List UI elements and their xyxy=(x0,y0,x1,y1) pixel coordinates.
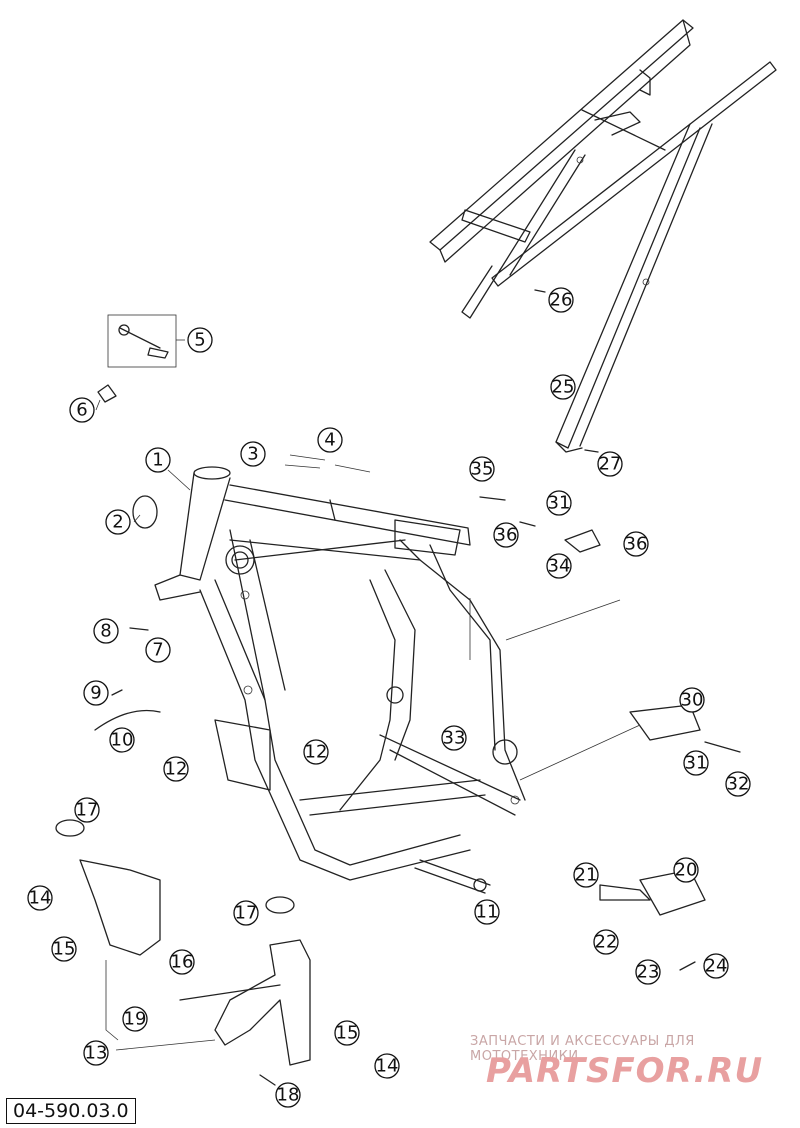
svg-text:12: 12 xyxy=(305,742,328,763)
svg-text:6: 6 xyxy=(76,400,87,421)
svg-text:4: 4 xyxy=(324,430,335,451)
svg-text:10: 10 xyxy=(111,730,134,751)
svg-text:PARTSFOR.RU: PARTSFOR.RU xyxy=(486,1051,763,1090)
svg-text:3: 3 xyxy=(247,444,258,465)
callout-5: 5 xyxy=(187,327,213,353)
svg-text:23: 23 xyxy=(637,962,660,983)
svg-text:25: 25 xyxy=(552,377,575,398)
svg-text:21: 21 xyxy=(575,865,598,886)
svg-text:5: 5 xyxy=(194,330,205,351)
callout-10: 10 xyxy=(109,727,135,753)
callout-12b: 12 xyxy=(303,739,329,765)
callout-22: 22 xyxy=(593,929,619,955)
callout-4: 4 xyxy=(317,427,343,453)
watermark-logo: PARTSFOR.RU xyxy=(486,1051,763,1090)
svg-text:17: 17 xyxy=(76,800,99,821)
rear-subframe xyxy=(429,19,777,453)
callout-15a: 15 xyxy=(51,936,77,962)
svg-text:12: 12 xyxy=(165,759,188,780)
svg-text:22: 22 xyxy=(595,932,618,953)
callout-1: 1 xyxy=(145,447,171,473)
callout-17b: 17 xyxy=(233,900,259,926)
frame-protectors xyxy=(55,819,706,1086)
callout-32: 32 xyxy=(725,771,751,797)
callout-19: 19 xyxy=(122,1006,148,1032)
svg-text:14: 14 xyxy=(376,1056,399,1077)
small-parts xyxy=(94,289,741,753)
callout-14a: 14 xyxy=(27,885,53,911)
svg-text:26: 26 xyxy=(550,290,573,311)
svg-text:11: 11 xyxy=(476,902,499,923)
svg-text:7: 7 xyxy=(152,640,163,661)
callout-15b: 15 xyxy=(334,1020,360,1046)
svg-text:36: 36 xyxy=(625,534,648,555)
svg-text:36: 36 xyxy=(495,525,518,546)
svg-text:2: 2 xyxy=(112,512,123,533)
callout-31a: 31 xyxy=(546,490,572,516)
svg-text:31: 31 xyxy=(548,493,571,514)
svg-text:17: 17 xyxy=(235,903,258,924)
callout-7: 7 xyxy=(145,637,171,663)
callout-33: 33 xyxy=(441,725,467,751)
svg-text:20: 20 xyxy=(675,860,698,881)
svg-text:15: 15 xyxy=(53,939,76,960)
callout-20: 20 xyxy=(673,857,699,883)
callout-2: 2 xyxy=(105,509,131,535)
callout-18: 18 xyxy=(275,1082,301,1108)
svg-text:33: 33 xyxy=(443,728,466,749)
callout-12a: 12 xyxy=(163,756,189,782)
callout-21: 21 xyxy=(573,862,599,888)
callout-27: 27 xyxy=(597,451,623,477)
callout-26: 26 xyxy=(548,287,574,313)
svg-text:15: 15 xyxy=(336,1023,359,1044)
callout-14b: 14 xyxy=(374,1053,400,1079)
svg-text:18: 18 xyxy=(277,1085,300,1106)
callout-17a: 17 xyxy=(74,797,100,823)
svg-text:1: 1 xyxy=(152,450,163,471)
callout-8: 8 xyxy=(93,618,119,644)
svg-text:19: 19 xyxy=(124,1009,147,1030)
callout-6: 6 xyxy=(69,397,95,423)
svg-text:16: 16 xyxy=(171,952,194,973)
svg-text:34: 34 xyxy=(548,556,571,577)
callout-13: 13 xyxy=(83,1040,109,1066)
svg-text:32: 32 xyxy=(727,774,750,795)
leader-lines xyxy=(95,339,641,1051)
callout-16: 16 xyxy=(169,949,195,975)
callout-30: 30 xyxy=(679,687,705,713)
callout-3: 3 xyxy=(240,441,266,467)
svg-text:27: 27 xyxy=(599,454,622,475)
callouts: 1 2 3 4 5 6 7 8 9 10 11 12 12 13 14 14 1… xyxy=(27,287,751,1108)
callout-35: 35 xyxy=(469,456,495,482)
callout-34: 34 xyxy=(546,553,572,579)
callout-31b: 31 xyxy=(683,750,709,776)
svg-text:8: 8 xyxy=(100,621,111,642)
callout-11: 11 xyxy=(474,899,500,925)
svg-text:9: 9 xyxy=(90,683,101,704)
svg-text:13: 13 xyxy=(85,1043,108,1064)
svg-text:31: 31 xyxy=(685,753,708,774)
callout-36a: 36 xyxy=(493,522,519,548)
callout-24: 24 xyxy=(703,953,729,979)
main-frame xyxy=(154,466,526,894)
watermark-caption: ЗАПЧАСТИ И АКСЕССУАРЫ ДЛЯ МОТОТЕХНИКИ xyxy=(470,1034,695,1064)
callout-36b: 36 xyxy=(623,531,649,557)
svg-text:24: 24 xyxy=(705,956,728,977)
document-code: 04-590.03.0 xyxy=(6,1098,136,1124)
callout-9: 9 xyxy=(83,680,109,706)
callout-25: 25 xyxy=(550,374,576,400)
svg-text:30: 30 xyxy=(681,690,704,711)
svg-text:35: 35 xyxy=(471,459,494,480)
callout-23: 23 xyxy=(635,959,661,985)
svg-text:14: 14 xyxy=(29,888,52,909)
